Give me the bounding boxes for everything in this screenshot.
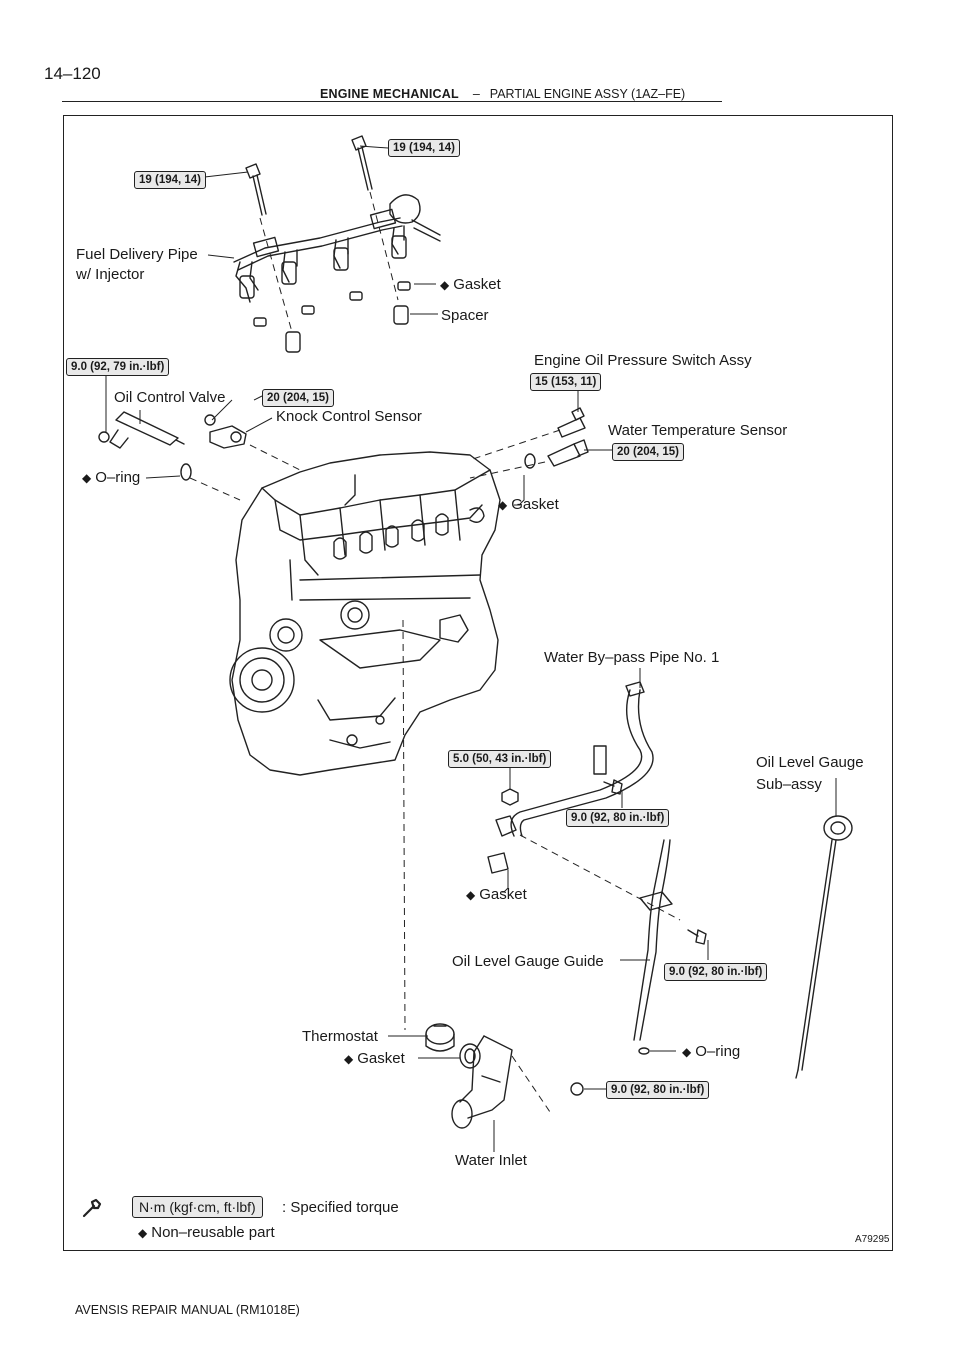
small-parts-drawings bbox=[180, 281, 650, 1069]
label-spacer: Spacer bbox=[441, 307, 489, 324]
legend-non-reusable: ◆Non–reusable part bbox=[138, 1224, 275, 1241]
label-gasket-bypass: ◆Gasket bbox=[466, 886, 527, 903]
oil-pressure-switch-drawing bbox=[557, 407, 586, 438]
page-footer: AVENSIS REPAIR MANUAL (RM1018E) bbox=[75, 1303, 300, 1317]
torque-bypass-pipe-nut: 5.0 (50, 43 in.·lbf) bbox=[448, 750, 552, 768]
label-water-inlet: Water Inlet bbox=[455, 1152, 527, 1169]
legend-torque-description: : Specified torque bbox=[282, 1199, 399, 1216]
non-reusable-diamond-icon: ◆ bbox=[440, 278, 450, 292]
non-reusable-diamond-icon: ◆ bbox=[344, 1052, 354, 1066]
torque-fuel-pipe-bolt-right: 19 (194, 14) bbox=[388, 139, 461, 157]
oil-gauge-guide-drawing bbox=[633, 839, 673, 1041]
water-bypass-pipe-drawing bbox=[495, 681, 654, 837]
page-header: ENGINE MECHANICAL–PARTIAL ENGINE ASSY (1… bbox=[320, 87, 685, 101]
non-reusable-diamond-icon: ◆ bbox=[498, 498, 508, 512]
label-oil-level-gauge-sub: Sub–assy bbox=[756, 776, 822, 793]
torque-fuel-pipe-bolt-left: 19 (194, 14) bbox=[134, 171, 207, 189]
label-thermostat: Thermostat bbox=[302, 1028, 378, 1045]
thermostat-drawing bbox=[425, 1023, 455, 1052]
diagram-frame bbox=[63, 115, 893, 1251]
oil-control-valve-drawing bbox=[109, 411, 185, 449]
non-reusable-diamond-icon: ◆ bbox=[682, 1045, 692, 1059]
label-gasket-sensor: ◆Gasket bbox=[498, 496, 559, 513]
section-title: ENGINE MECHANICAL bbox=[320, 87, 459, 101]
label-oil-gauge-guide: Oil Level Gauge Guide bbox=[452, 953, 604, 970]
label-fuel-delivery-pipe-injector: w/ Injector bbox=[76, 266, 145, 283]
label-oil-control-valve: Oil Control Valve bbox=[114, 389, 226, 406]
label-water-bypass-pipe: Water By–pass Pipe No. 1 bbox=[544, 649, 720, 666]
figure-id: A79295 bbox=[855, 1234, 890, 1245]
non-reusable-diamond-icon: ◆ bbox=[82, 471, 92, 485]
torque-water-temp-sensor: 20 (204, 15) bbox=[612, 443, 685, 461]
label-gasket-fuel: ◆Gasket bbox=[440, 276, 501, 293]
header-separator: – bbox=[472, 87, 480, 101]
oil-gauge-drawing bbox=[795, 815, 853, 1079]
water-temp-sensor-drawing bbox=[547, 439, 589, 467]
label-gasket-thermostat: ◆Gasket bbox=[344, 1050, 405, 1067]
torque-knock-sensor: 20 (204, 15) bbox=[262, 389, 335, 407]
page-number: 14–120 bbox=[44, 64, 101, 83]
header-rule bbox=[62, 101, 722, 102]
label-oil-level-gauge: Oil Level Gauge bbox=[756, 754, 864, 771]
torque-oil-pressure-switch: 15 (153, 11) bbox=[530, 373, 602, 391]
leader-lines bbox=[105, 145, 837, 1152]
label-oil-pressure-switch: Engine Oil Pressure Switch Assy bbox=[534, 352, 752, 369]
non-reusable-diamond-icon: ◆ bbox=[466, 888, 476, 902]
label-o-ring-left: ◆O–ring bbox=[82, 469, 141, 486]
knock-sensor-drawing bbox=[209, 425, 247, 449]
label-fuel-delivery-pipe: Fuel Delivery Pipe bbox=[76, 246, 198, 263]
torque-water-inlet-bolt: 9.0 (92, 80 in.·lbf) bbox=[606, 1081, 710, 1099]
torque-oil-gauge-guide-bolt: 9.0 (92, 80 in.·lbf) bbox=[664, 963, 768, 981]
label-water-temp-sensor: Water Temperature Sensor bbox=[608, 422, 788, 439]
label-knock-control-sensor: Knock Control Sensor bbox=[276, 408, 422, 425]
non-reusable-diamond-icon: ◆ bbox=[138, 1226, 148, 1240]
legend-torque-unit-box: N·m (kgf·cm, ft·lbf) bbox=[132, 1196, 263, 1218]
subsection-title: PARTIAL ENGINE ASSY (1AZ–FE) bbox=[489, 87, 686, 101]
bolt-drawings bbox=[98, 135, 707, 1096]
engine-block-drawing bbox=[229, 451, 501, 776]
label-o-ring-gauge: ◆O–ring bbox=[682, 1043, 741, 1060]
water-inlet-drawing bbox=[451, 1035, 513, 1129]
wrench-icon bbox=[82, 1198, 102, 1218]
fuel-delivery-pipe-drawing bbox=[233, 194, 441, 303]
dashed-guide-lines bbox=[189, 191, 681, 1113]
torque-bypass-pipe-bolt: 9.0 (92, 80 in.·lbf) bbox=[566, 809, 670, 827]
torque-oil-control-valve: 9.0 (92, 79 in.·lbf) bbox=[66, 358, 170, 376]
